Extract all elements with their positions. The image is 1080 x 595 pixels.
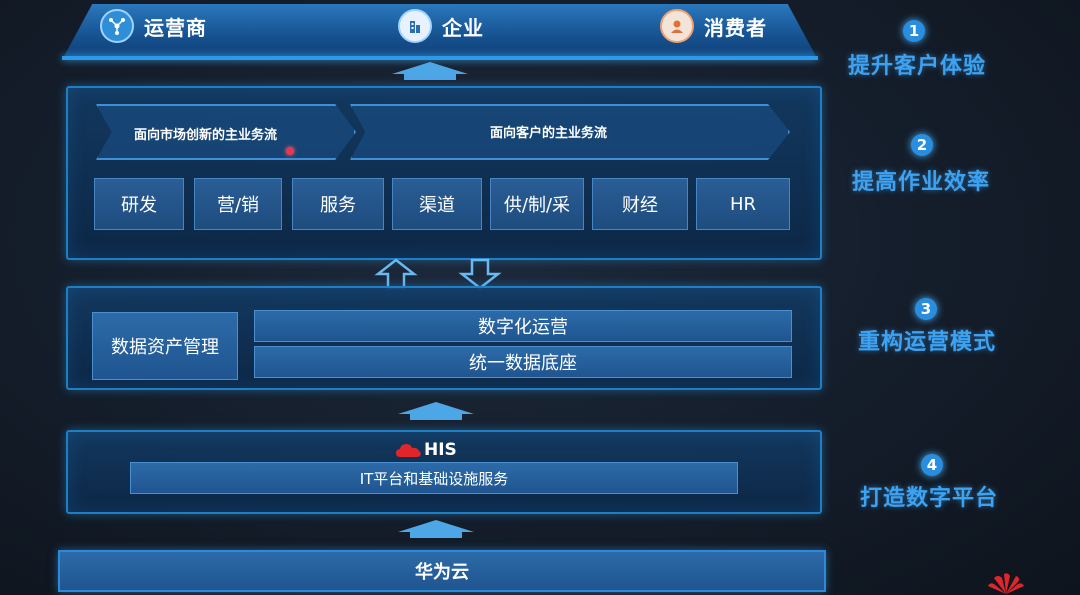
dept-channel: 渠道 (392, 178, 482, 230)
market-innovation-flow-label: 面向市场创新的主业务流 (134, 128, 278, 143)
up-arrow-stem (410, 532, 462, 538)
step-3-badge: 3 (915, 298, 937, 320)
stakeholder-enterprise: 企业 (398, 8, 484, 44)
stakeholder-bar-edge (62, 56, 818, 60)
market-innovation-flow (96, 104, 356, 160)
step-1-badge: 1 (903, 20, 925, 42)
up-arrow-icon (398, 402, 474, 414)
his-logo: HIS (396, 440, 457, 460)
dept-sales: 营/销 (194, 178, 282, 230)
stakeholder-consumer-label: 消费者 (704, 15, 767, 40)
step-1-label: 提升客户体验 (848, 54, 987, 79)
it-platform-services: IT平台和基础设施服务 (130, 462, 738, 494)
his-logo-text: HIS (424, 440, 457, 460)
dept-rnd: 研发 (94, 178, 184, 230)
person-icon (660, 9, 694, 43)
dept-supply: 供/制/采 (490, 178, 584, 230)
stakeholder-operator: 运营商 (100, 8, 207, 44)
building-icon (398, 9, 432, 43)
stakeholder-operator-label: 运营商 (144, 15, 207, 40)
step-3-label: 重构运营模式 (858, 330, 997, 355)
up-arrow-stem (404, 74, 456, 80)
step-2-label: 提高作业效率 (852, 170, 991, 195)
stakeholder-consumer: 消费者 (660, 8, 767, 44)
huawei-cloud-icon (396, 444, 421, 457)
digital-operations: 数字化运营 (254, 310, 792, 342)
huawei-cloud-bar: 华为云 (58, 550, 826, 592)
step-2-badge: 2 (911, 134, 933, 156)
up-arrow-stem (410, 414, 462, 420)
cursor-dot (286, 147, 294, 155)
unified-data-base: 统一数据底座 (254, 346, 792, 378)
customer-flow-label: 面向客户的主业务流 (490, 126, 608, 141)
data-asset-management: 数据资产管理 (92, 312, 238, 380)
step-4-badge: 4 (921, 454, 943, 476)
huawei-logo-icon (988, 573, 1024, 594)
step-4-label: 打造数字平台 (860, 486, 999, 511)
stakeholder-enterprise-label: 企业 (442, 15, 484, 40)
dept-service: 服务 (292, 178, 384, 230)
down-arrow-icon (458, 258, 502, 290)
up-arrow-icon (392, 62, 468, 74)
up-arrow-icon (398, 520, 474, 532)
network-icon (100, 9, 134, 43)
dept-finance: 财经 (592, 178, 688, 230)
customer-flow (350, 104, 790, 160)
dept-hr: HR (696, 178, 790, 230)
